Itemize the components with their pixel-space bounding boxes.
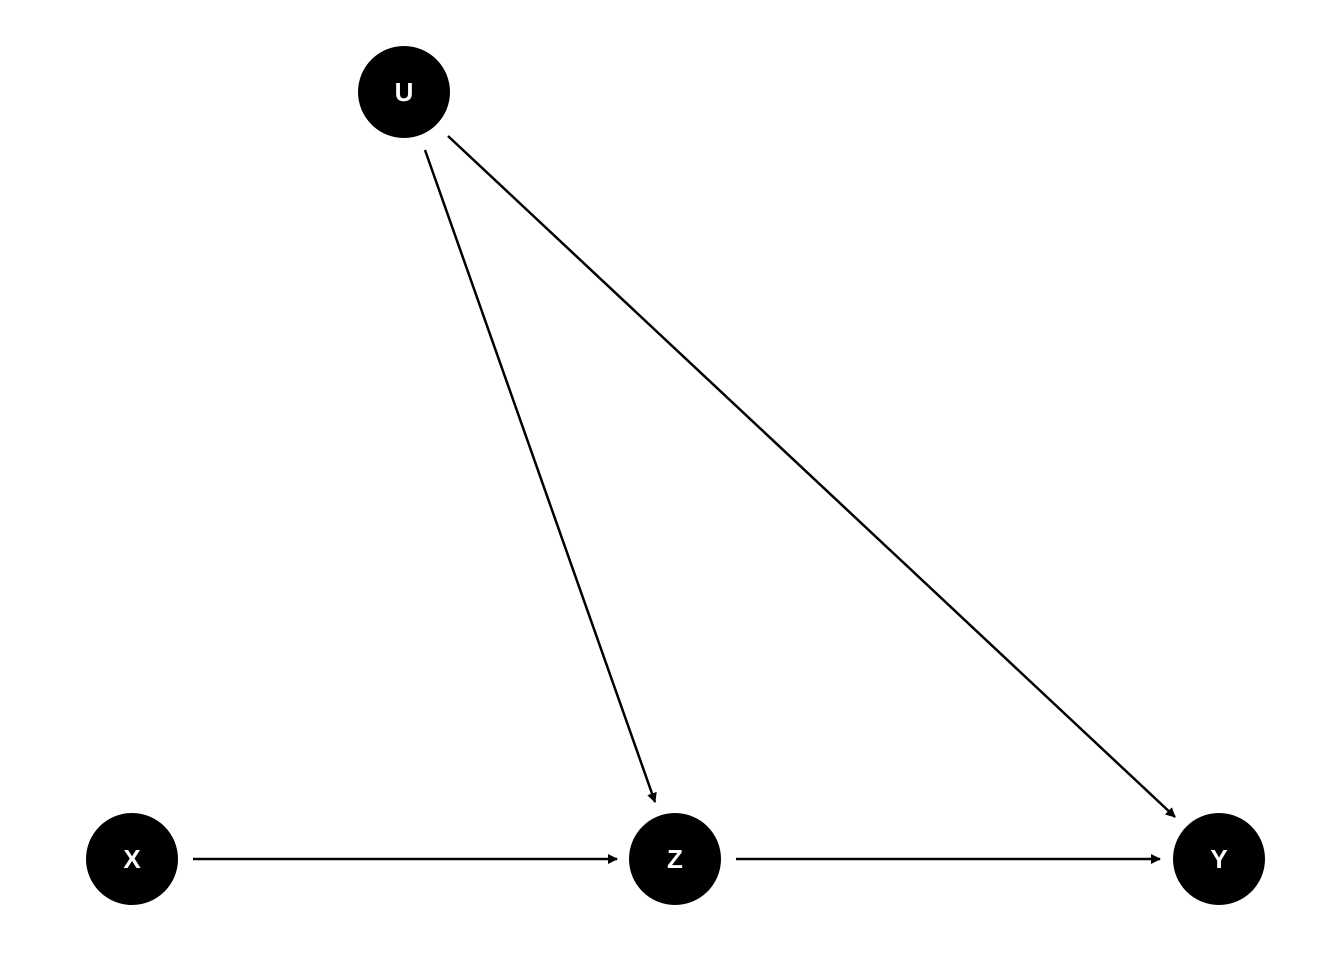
node-u-label: U bbox=[395, 77, 414, 107]
node-x-label: X bbox=[123, 844, 141, 874]
node-x-circle bbox=[86, 813, 178, 905]
node-u: U bbox=[358, 46, 450, 138]
node-z-label: Z bbox=[667, 844, 683, 874]
node-x: X bbox=[86, 813, 178, 905]
node-u-circle bbox=[358, 46, 450, 138]
edge-u-to-y bbox=[447, 135, 1176, 818]
node-y-circle bbox=[1173, 813, 1265, 905]
node-z-circle bbox=[629, 813, 721, 905]
node-z: Z bbox=[629, 813, 721, 905]
node-y-label: Y bbox=[1210, 844, 1227, 874]
edge-u-to-z bbox=[423, 149, 657, 803]
node-y: Y bbox=[1173, 813, 1265, 905]
